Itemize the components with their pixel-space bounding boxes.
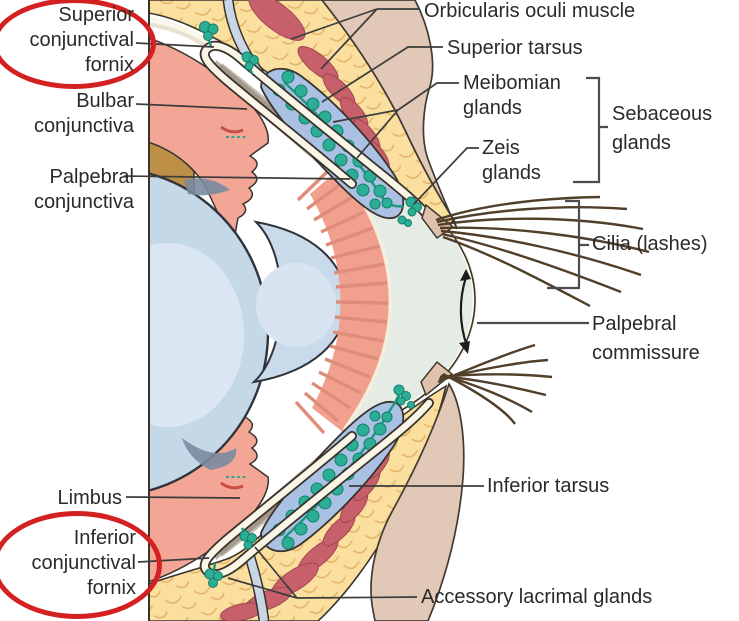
label-line: Bulbar bbox=[76, 90, 134, 112]
label-line: Palpebral bbox=[592, 313, 677, 335]
label-palpebral-conjunctiva: Palpebral conjunctiva bbox=[0, 165, 134, 215]
orbicularis-muscle-lower bbox=[219, 412, 404, 621]
label-zeis-glands: Zeis glands bbox=[482, 136, 541, 186]
shadow-upper bbox=[184, 178, 230, 196]
label-line: conjunctiva bbox=[33, 191, 134, 213]
label-line: conjunctiva bbox=[33, 115, 134, 137]
label-line: Meibomian bbox=[463, 72, 561, 94]
leader-orbicularis bbox=[290, 8, 420, 70]
leader-bulbar-conjunctiva bbox=[135, 103, 248, 110]
label-line: Orbicularis oculi muscle bbox=[424, 0, 636, 22]
commissure-arrow bbox=[459, 269, 471, 354]
label-superior-tarsus: Superior tarsus bbox=[447, 36, 583, 61]
leader-superior-tarsus bbox=[321, 46, 443, 103]
label-line: Palpebral bbox=[49, 166, 134, 188]
label-line: glands bbox=[482, 162, 541, 184]
label-orbicularis-oculi-muscle: Orbicularis oculi muscle bbox=[424, 0, 635, 24]
label-line: glands bbox=[612, 132, 671, 154]
label-line: conjunctival bbox=[29, 29, 134, 51]
accessory-lacrimal-glands-marks bbox=[204, 527, 257, 588]
shadow-lower bbox=[182, 438, 237, 470]
label-limbus: Limbus bbox=[0, 486, 122, 511]
leader-meibomian bbox=[332, 82, 459, 159]
lower-eyelid bbox=[148, 343, 553, 621]
label-line: Superior bbox=[58, 4, 134, 26]
label-accessory-lacrimal-glands: Accessory lacrimal glands bbox=[421, 585, 652, 610]
label-inferior-conjunctival-fornix: Inferior conjunctival fornix bbox=[0, 526, 136, 601]
label-line: Superior tarsus bbox=[447, 37, 583, 59]
brackets bbox=[477, 76, 608, 325]
label-line: fornix bbox=[87, 577, 136, 599]
accessory-glands-upper bbox=[199, 21, 259, 75]
bracket-sebaceous bbox=[573, 76, 608, 184]
limbus-marks bbox=[220, 125, 247, 490]
label-superior-conjunctival-fornix: Superior conjunctival fornix bbox=[0, 3, 134, 78]
iris-radial-stripes bbox=[294, 169, 389, 435]
label-line: Inferior tarsus bbox=[487, 475, 610, 497]
label-line: Accessory lacrimal glands bbox=[421, 586, 653, 608]
label-sebaceous-glands: Sebaceous glands bbox=[612, 100, 712, 158]
label-line: Limbus bbox=[57, 487, 122, 509]
upper-skin bbox=[320, 0, 458, 230]
conjunctival-sac-upper-fill bbox=[201, 42, 433, 221]
label-line: glands bbox=[463, 97, 522, 119]
leader-zeis bbox=[413, 147, 479, 205]
label-meibomian-glands: Meibomian glands bbox=[463, 71, 561, 121]
label-cilia: Cilia (lashes) bbox=[592, 232, 708, 257]
zeis-gland-lower bbox=[393, 384, 415, 409]
leader-limbus bbox=[125, 496, 241, 499]
label-line: fornix bbox=[85, 54, 134, 76]
levator-band-highlight bbox=[149, 17, 213, 47]
leader-palpebral-conjunctiva bbox=[123, 175, 351, 180]
bracket-cilia bbox=[547, 199, 589, 290]
label-line: conjunctival bbox=[31, 552, 136, 574]
leader-lines bbox=[123, 8, 484, 599]
upper-lashes bbox=[435, 195, 650, 308]
label-line: Cilia (lashes) bbox=[592, 233, 708, 255]
label-line: Inferior bbox=[73, 527, 136, 549]
lower-skin bbox=[370, 381, 465, 621]
leader-accessory-lacrimal bbox=[227, 546, 418, 599]
label-line: Sebaceous bbox=[612, 103, 713, 125]
label-bulbar-conjunctiva: Bulbar conjunctiva bbox=[0, 89, 134, 139]
lower-lashes bbox=[437, 343, 553, 425]
lens-highlight bbox=[256, 263, 336, 347]
conjunctival-sac-lower-fill bbox=[201, 399, 433, 578]
globe-highlight bbox=[148, 243, 244, 427]
label-palpebral-commissure: Palpebral commissure bbox=[592, 310, 700, 368]
label-inferior-tarsus: Inferior tarsus bbox=[487, 474, 609, 499]
iris-ring bbox=[310, 168, 391, 432]
label-line: commissure bbox=[592, 342, 700, 364]
highlight-ellipse-superior-fornix bbox=[0, 0, 156, 89]
label-line: Zeis bbox=[482, 137, 520, 159]
highlight-ellipse-inferior-fornix bbox=[0, 511, 162, 619]
